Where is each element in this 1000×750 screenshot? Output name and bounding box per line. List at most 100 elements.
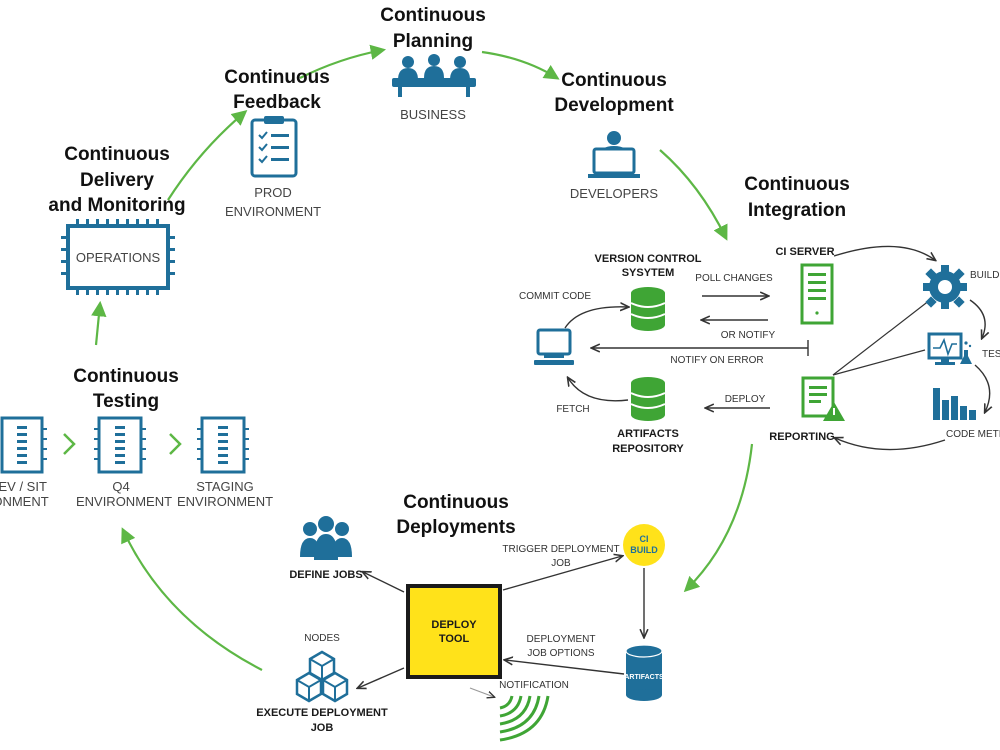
artifacts-cylinder-label: ARTIFACTS	[624, 674, 664, 681]
feedback-label-line2: ENVIRONMENT	[225, 204, 321, 219]
trigger-label-line1: TRIGGER DEPLOYMENT	[502, 544, 619, 555]
feedback-label-line1: PROD	[254, 185, 292, 200]
stage-delivery: Continuous Delivery and Monitoring OPERA…	[48, 144, 186, 295]
arrow-integration-to-deployments	[683, 443, 754, 593]
delivery-label: OPERATIONS	[76, 250, 161, 265]
chevron-right-icon	[63, 433, 76, 455]
developer-computer-icon	[534, 328, 574, 365]
notify-on-error-label: NOTIFY ON ERROR	[670, 355, 763, 366]
chip-board-icon	[61, 219, 175, 295]
delivery-title-line3: and Monitoring	[48, 195, 185, 216]
or-notify-label: OR NOTIFY	[721, 330, 776, 341]
nodes-label: NODES	[304, 633, 340, 644]
people-group-icon	[300, 516, 352, 560]
link-reporting-build	[832, 299, 931, 376]
deployments-title-line2: Deployments	[396, 517, 515, 538]
deploy-label: DEPLOY	[725, 394, 766, 405]
development-title-line1: Continuous	[561, 70, 667, 91]
feedback-title-line2: Feedback	[233, 92, 321, 113]
stage-feedback: Continuous Feedback PROD ENVIRONMENT	[224, 67, 330, 219]
env3-label-line1: STAGING	[196, 479, 254, 494]
arrow-ci-to-build	[833, 245, 935, 260]
code-metrics-label: CODE METI	[946, 429, 1000, 440]
chip-board-icon	[94, 416, 146, 474]
database-icon	[630, 287, 666, 331]
integration-title-line2: Integration	[748, 200, 846, 221]
stage-deployments: Continuous Deployments DEFINE JOBS DEPLO…	[256, 492, 665, 742]
arrow-deployments-to-testing	[121, 527, 263, 671]
arrow-metrics-to-reporting	[835, 438, 946, 451]
development-label: DEVELOPERS	[570, 186, 658, 201]
reporting-label: REPORTING	[769, 431, 834, 443]
clipboard-checklist-icon	[250, 116, 298, 178]
developer-laptop-icon	[588, 131, 640, 178]
notification-label: NOTIFICATION	[499, 680, 569, 691]
commit-code-label: COMMIT CODE	[519, 291, 591, 302]
arrow-feedback-to-planning	[299, 44, 387, 79]
env1-label-line2: IRONMENT	[0, 494, 49, 509]
database-icon	[630, 377, 666, 421]
arrow-notification	[469, 687, 494, 697]
testing-title-line1: Continuous	[73, 366, 179, 387]
deploy-tool-label-line2: TOOL	[439, 633, 470, 645]
poll-changes-label: POLL CHANGES	[695, 273, 773, 284]
ci-build-badge: CI BUILD	[623, 524, 665, 566]
arrow-development-to-integration	[659, 149, 728, 241]
deploy-tool-label-line1: DEPLOY	[431, 619, 477, 631]
arrow-job-options	[505, 660, 625, 675]
artifacts-label-line2: REPOSITORY	[612, 443, 684, 455]
deployments-title-line1: Continuous	[403, 492, 509, 513]
env2-label-line2: ENVIRONMENT	[76, 494, 172, 509]
arrow-build-to-test	[969, 299, 985, 338]
server-icon	[800, 263, 834, 325]
delivery-title-line2: Delivery	[80, 170, 154, 191]
job-options-label-line1: DEPLOYMENT	[527, 634, 596, 645]
arrow-planning-to-development	[481, 50, 560, 80]
monitor-test-icon	[927, 332, 972, 365]
cycle-arrows	[91, 44, 754, 671]
arrow-fetch	[568, 378, 629, 402]
arrow-commit	[564, 307, 628, 329]
planning-label: BUSINESS	[400, 107, 466, 122]
test-label: TES	[982, 349, 1000, 360]
vcs-label-line2: SYSYTEM	[622, 267, 675, 279]
chip-board-icon	[197, 416, 249, 474]
gear-icon	[923, 265, 967, 309]
arrow-test-to-metrics	[974, 364, 990, 412]
env3-label-line2: ENVIRONMENT	[177, 494, 273, 509]
stage-planning: Continuous Planning BUSINESS	[380, 5, 486, 122]
testing-title-line2: Testing	[93, 391, 159, 412]
stage-testing: Continuous Testing DEV / SIT IRONMENT Q4…	[0, 366, 273, 509]
business-meeting-icon	[392, 54, 476, 97]
chip-board-icon	[0, 416, 47, 474]
report-warning-icon	[801, 376, 845, 421]
chevron-right-icon	[169, 433, 182, 455]
define-jobs-label: DEFINE JOBS	[289, 569, 362, 581]
job-options-label-line2: JOB OPTIONS	[527, 648, 595, 659]
arrow-to-execute	[358, 667, 405, 688]
feedback-title-line1: Continuous	[224, 67, 330, 88]
execute-label-line1: EXECUTE DEPLOYMENT	[256, 707, 388, 719]
build-label: BUILD	[970, 270, 999, 281]
fetch-label: FETCH	[556, 404, 589, 415]
stage-integration: Continuous Integration VERSION CONTROL S…	[519, 174, 1000, 455]
cubes-icon	[295, 650, 349, 703]
signal-waves-icon	[499, 695, 550, 742]
ci-build-label-line1: CI	[640, 534, 649, 544]
bar-chart-icon	[933, 388, 976, 420]
arrow-delivery-to-feedback	[167, 110, 248, 201]
execute-label-line2: JOB	[311, 722, 334, 734]
ci-server-label: CI SERVER	[775, 246, 834, 258]
env2-label-line1: Q4	[112, 479, 129, 494]
arrow-testing-to-delivery	[91, 300, 107, 346]
trigger-label-line2: JOB	[551, 558, 571, 569]
integration-title-line1: Continuous	[744, 174, 850, 195]
development-title-line2: Development	[554, 95, 674, 116]
cylinder-icon: ARTIFACTS	[624, 644, 664, 701]
env1-label-line1: DEV / SIT	[0, 479, 47, 494]
arrow-to-define-jobs	[363, 572, 405, 593]
link-reporting-test	[832, 349, 926, 376]
planning-title-line1: Continuous	[380, 5, 486, 26]
planning-title-line2: Planning	[393, 31, 473, 52]
